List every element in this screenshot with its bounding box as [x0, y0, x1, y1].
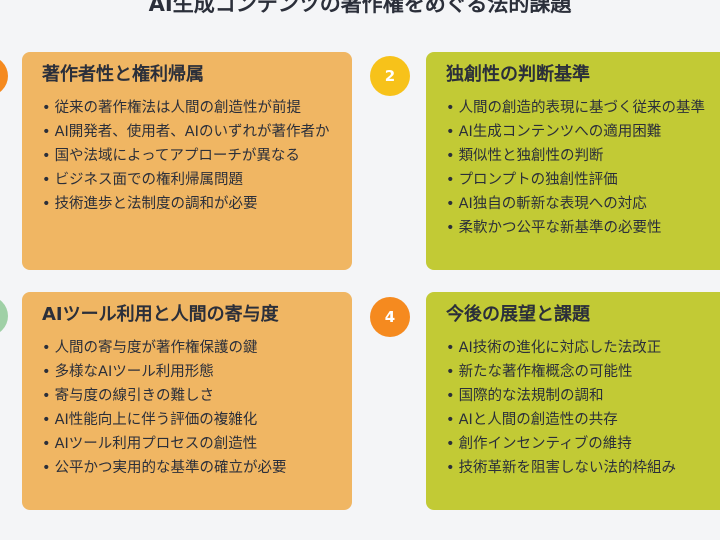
list-item: AI生成コンテンツへの適用困難 [446, 120, 720, 144]
list-item: 柔軟かつ公平な新基準の必要性 [446, 216, 720, 240]
badge-4: 4 [370, 297, 410, 337]
list-item: 国際的な法規制の調和 [446, 384, 720, 408]
card-list: AI技術の進化に対応した法改正 新たな著作権概念の可能性 国際的な法規制の調和 … [446, 336, 720, 480]
badge-3 [0, 296, 8, 336]
list-item: AIツール利用プロセスの創造性 [42, 432, 352, 456]
card-title: 著作者性と権利帰属 [42, 64, 204, 85]
card-title: AIツール利用と人間の寄与度 [42, 304, 279, 325]
card-list: 従来の著作権法は人間の創造性が前提 AI開発者、使用者、AIのいずれが著作者か … [42, 96, 352, 216]
list-item: AI独自の斬新な表現への対応 [446, 192, 720, 216]
list-item: 多様なAIツール利用形態 [42, 360, 352, 384]
card-outlook: 今後の展望と課題 AI技術の進化に対応した法改正 新たな著作権概念の可能性 国際… [426, 292, 720, 510]
list-item: 新たな著作権概念の可能性 [446, 360, 720, 384]
card-title: 独創性の判断基準 [446, 64, 590, 85]
list-item: 従来の著作権法は人間の創造性が前提 [42, 96, 352, 120]
list-item: プロンプトの独創性評価 [446, 168, 720, 192]
list-item: 人間の寄与度が著作権保護の鍵 [42, 336, 352, 360]
card-originality: 独創性の判断基準 人間の創造的表現に基づく従来の基準 AI生成コンテンツへの適用… [426, 52, 720, 270]
badge-1 [0, 56, 8, 96]
list-item: AI技術の進化に対応した法改正 [446, 336, 720, 360]
list-item: 類似性と独創性の判断 [446, 144, 720, 168]
list-item: 公平かつ実用的な基準の確立が必要 [42, 456, 352, 480]
card-authorship: 著作者性と権利帰属 従来の著作権法は人間の創造性が前提 AI開発者、使用者、AI… [22, 52, 352, 270]
list-item: 技術進歩と法制度の調和が必要 [42, 192, 352, 216]
list-item: AI性能向上に伴う評価の複雑化 [42, 408, 352, 432]
list-item: 創作インセンティブの維持 [446, 432, 720, 456]
badge-2: 2 [370, 56, 410, 96]
list-item: 国や法域によってアプローチが異なる [42, 144, 352, 168]
list-item: 人間の創造的表現に基づく従来の基準 [446, 96, 720, 120]
list-item: 寄与度の線引きの難しさ [42, 384, 352, 408]
list-item: 技術革新を阻害しない法的枠組み [446, 456, 720, 480]
list-item: AI開発者、使用者、AIのいずれが著作者か [42, 120, 352, 144]
list-item: AIと人間の創造性の共存 [446, 408, 720, 432]
card-list: 人間の創造的表現に基づく従来の基準 AI生成コンテンツへの適用困難 類似性と独創… [446, 96, 720, 240]
card-human-contribution: AIツール利用と人間の寄与度 人間の寄与度が著作権保護の鍵 多様なAIツール利用… [22, 292, 352, 510]
card-list: 人間の寄与度が著作権保護の鍵 多様なAIツール利用形態 寄与度の線引きの難しさ … [42, 336, 352, 480]
list-item: ビジネス面での権利帰属問題 [42, 168, 352, 192]
card-title: 今後の展望と課題 [446, 304, 590, 325]
page-title: AI生成コンテンツの著作権をめぐる法的課題 [148, 0, 572, 16]
